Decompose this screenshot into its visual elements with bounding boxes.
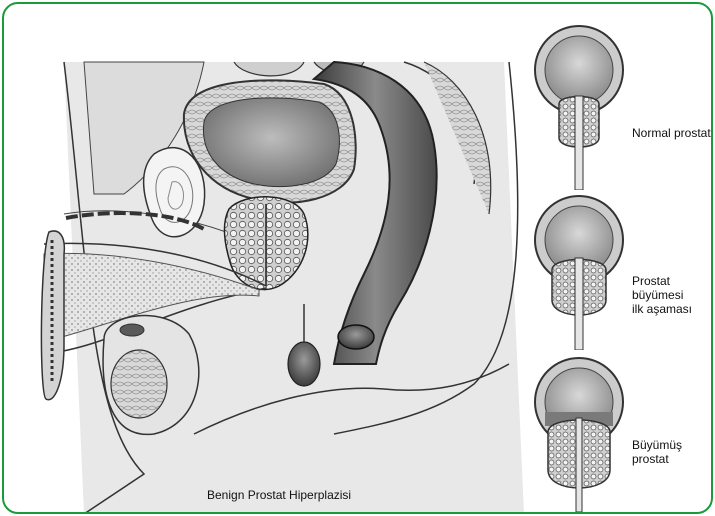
stage-enlarged-illustration [534, 354, 624, 512]
stage-label-line: ilk aşaması [632, 302, 711, 316]
stage-label-line: Büyümüş [632, 438, 682, 452]
stage-label-early: Prostat büyümesi ilk aşaması [632, 274, 711, 316]
stage-label-line: Prostat büyümesi [632, 274, 711, 302]
stage-label-line: Normal prostat [632, 126, 711, 140]
anatomy-sagittal-illustration [4, 4, 524, 514]
stage-normal-illustration [534, 12, 624, 190]
stage-early-illustration [534, 190, 624, 350]
stage-label-enlarged: Büyümüş prostat [632, 438, 682, 466]
main-caption: Benign Prostat Hiperplazisi [207, 488, 351, 502]
stage-label-normal: Normal prostat [632, 126, 711, 140]
stage-label-line: prostat [632, 452, 682, 466]
